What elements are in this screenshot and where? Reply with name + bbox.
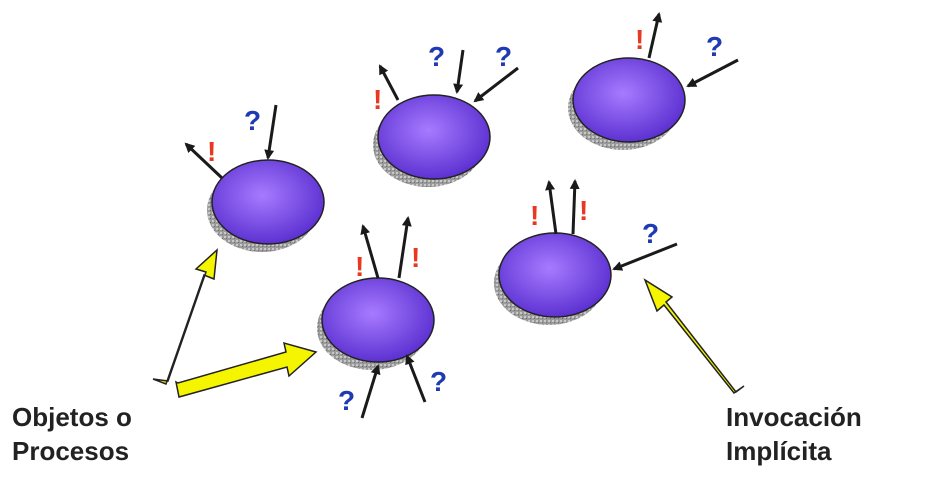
question-mark: ? (706, 31, 723, 62)
exclamation-mark: ! (411, 242, 420, 273)
question-mark: ? (338, 385, 355, 416)
announce-arrow (569, 179, 580, 235)
question-mark: ? (428, 41, 445, 72)
label-line: Procesos (12, 436, 130, 466)
exclamation-mark: ! (373, 84, 382, 115)
invoke-arrow (453, 49, 465, 94)
question-mark: ? (244, 105, 261, 136)
invoke-arrow (405, 354, 427, 403)
label-line: Invocación (726, 402, 862, 432)
process-node (494, 232, 612, 325)
invoke-arrow (686, 58, 739, 88)
exclamation-mark: ! (530, 200, 539, 231)
announce-arrow (397, 216, 412, 279)
exclamation-mark: ! (635, 24, 644, 55)
label-line: Implícita (726, 436, 832, 466)
announce-arrow (545, 180, 558, 235)
implicit-invocation-label: Invocación Implícita (726, 400, 862, 468)
question-mark: ? (642, 218, 659, 249)
pointer-arrow (174, 341, 318, 398)
pointer-arrow (643, 278, 745, 395)
exclamation-mark: ! (355, 251, 364, 282)
exclamation-mark: ! (579, 195, 588, 226)
question-mark: ? (430, 366, 447, 397)
announce-arrow (184, 142, 224, 180)
question-mark: ? (495, 41, 512, 72)
announce-arrow (360, 224, 380, 279)
process-node (207, 159, 325, 252)
announce-arrow (378, 64, 400, 101)
objects-processes-label: Objetos o Procesos (12, 400, 132, 468)
process-node (373, 94, 491, 187)
announce-arrow (647, 12, 663, 59)
process-node (317, 277, 435, 370)
invoke-arrow (360, 364, 381, 419)
label-line: Objetos o (12, 402, 132, 432)
pointer-arrow (152, 248, 218, 385)
exclamation-mark: ! (207, 136, 216, 167)
invoke-arrow (612, 242, 678, 271)
invoke-arrow (473, 66, 519, 103)
invoke-arrow (264, 104, 278, 160)
process-node (568, 57, 686, 150)
